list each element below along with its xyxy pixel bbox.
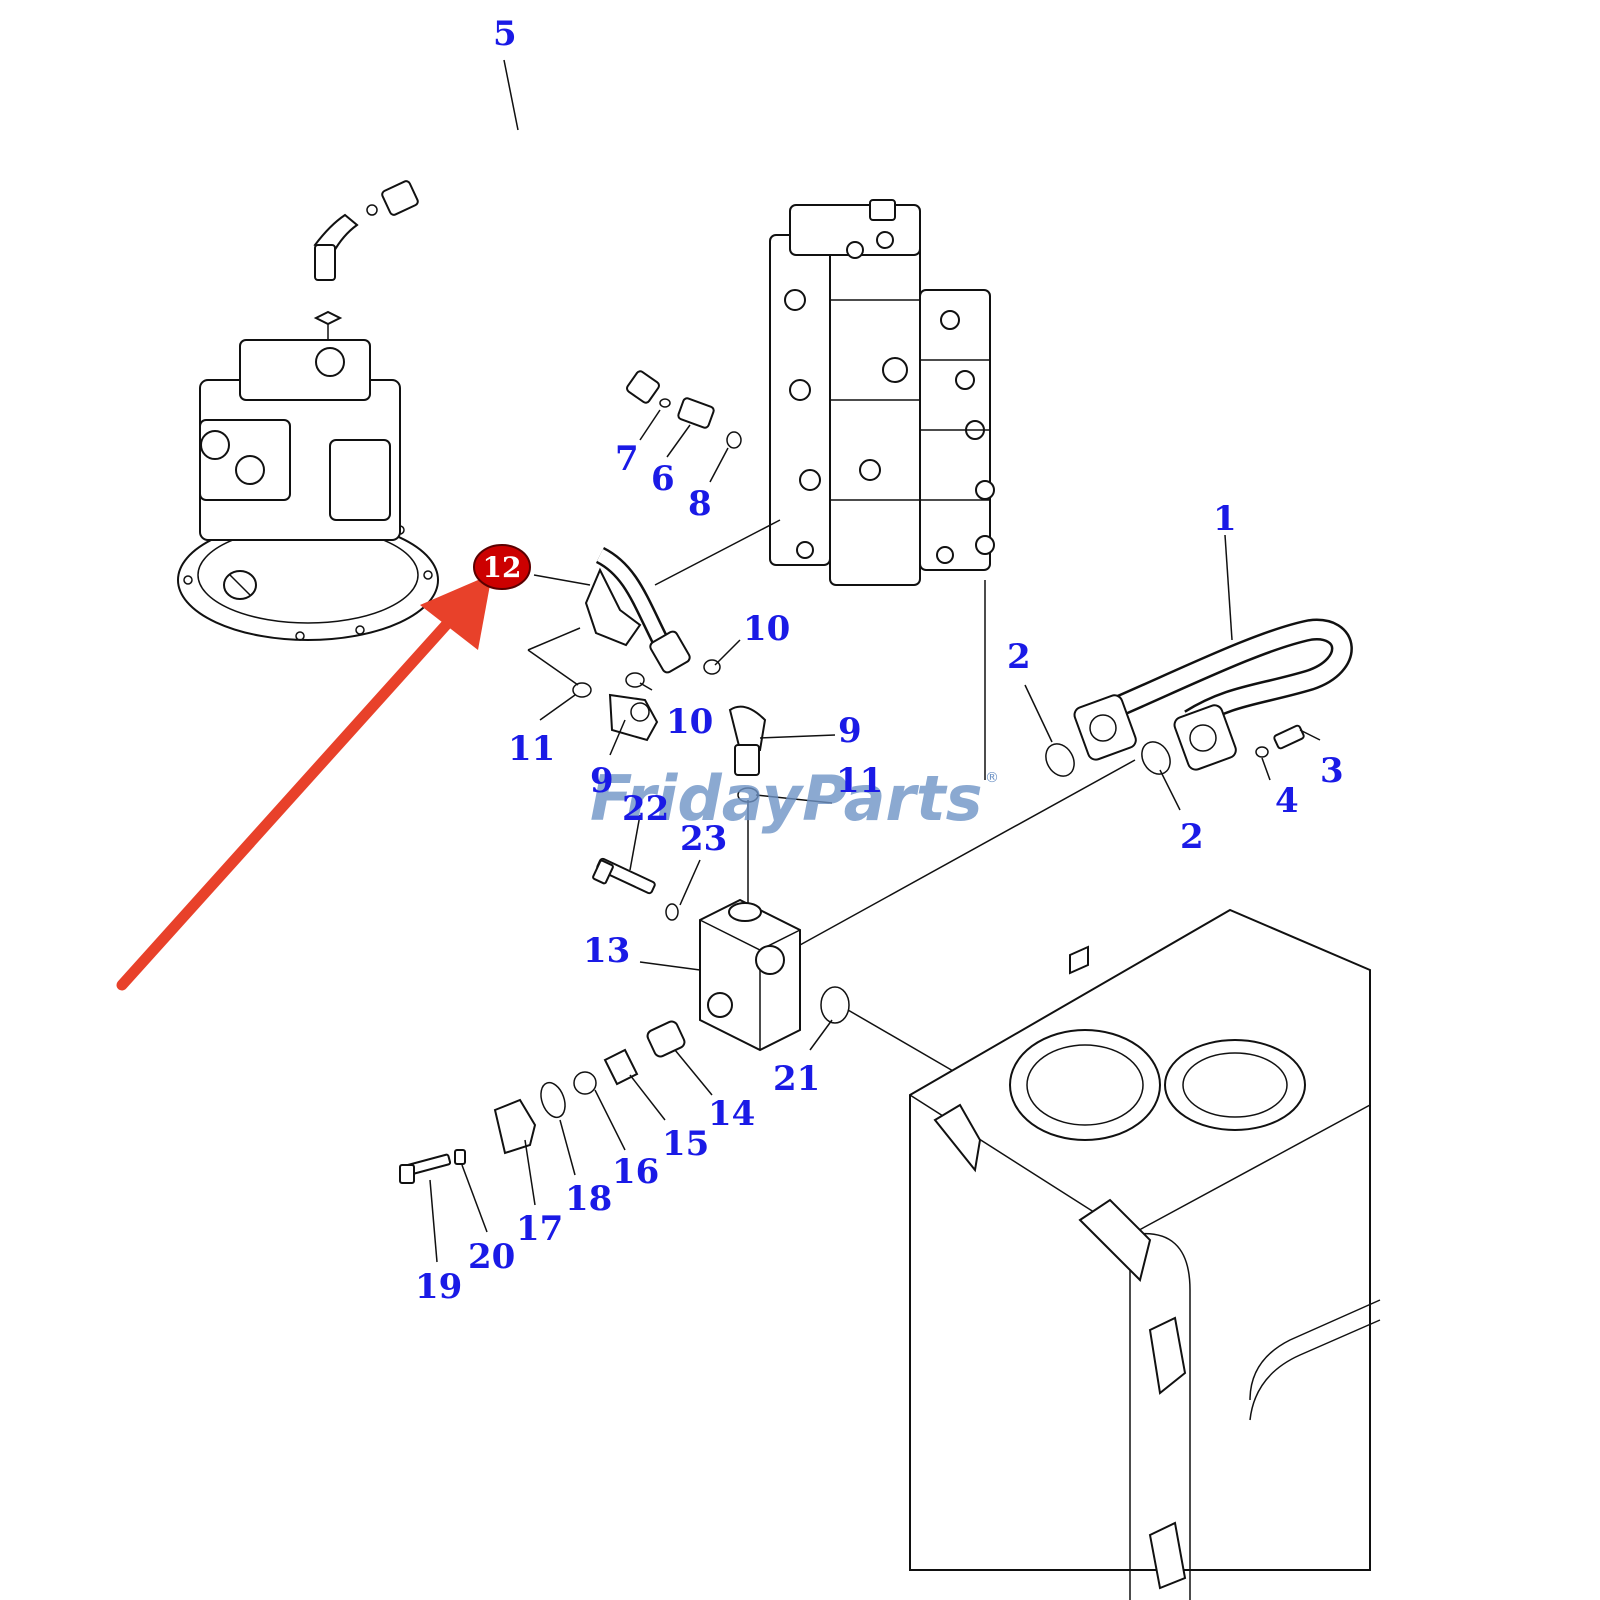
- label-part-3: 3: [1320, 751, 1344, 791]
- label-part-11: 11: [836, 761, 883, 801]
- label-part-18: 18: [565, 1179, 612, 1219]
- highlight-label: 12: [483, 551, 522, 584]
- label-part-9: 9: [590, 761, 614, 801]
- highlight-badge: [473, 544, 531, 590]
- fridayparts-watermark: FridayParts ®: [590, 762, 999, 835]
- label-part-16: 16: [612, 1152, 659, 1192]
- label-part-15: 15: [662, 1124, 709, 1164]
- tube-12: [584, 519, 781, 674]
- label-part-10: 10: [743, 609, 790, 649]
- label-part-9: 9: [838, 711, 862, 751]
- pointer-arrow-head: [420, 574, 492, 650]
- label-part-1: 1: [1213, 499, 1237, 539]
- label-part-19: 19: [415, 1267, 462, 1307]
- label-part-20: 20: [468, 1237, 515, 1277]
- label-part-4: 4: [1275, 781, 1299, 821]
- registered-mark: ®: [985, 770, 999, 786]
- highlight-part-12: 12: [116, 544, 531, 991]
- pointer-arrow: [116, 609, 461, 991]
- label-part-21: 21: [773, 1059, 820, 1099]
- label-part-5: 5: [493, 14, 517, 54]
- label-part-2: 2: [1180, 817, 1204, 857]
- swing-motor: [177, 310, 439, 641]
- label-part-13: 13: [583, 931, 630, 971]
- control-valve: [769, 199, 995, 780]
- label-part-23: 23: [680, 819, 727, 859]
- label-part-22: 22: [622, 789, 669, 829]
- watermark-text: FridayParts: [590, 762, 983, 835]
- label-part-11: 11: [508, 729, 555, 769]
- label-part-2: 2: [1007, 637, 1031, 677]
- label-part-10: 10: [666, 702, 713, 742]
- label-part-14: 14: [708, 1094, 755, 1134]
- label-part-17: 17: [516, 1209, 563, 1249]
- valve-block-13: [399, 759, 1136, 1184]
- hydraulic-tank: [909, 908, 1381, 1600]
- hose-5: [313, 132, 742, 449]
- part-labels: 5 1 2 2 3 4 7 6 8 10 10 11 11 9 9 22 23 …: [415, 14, 1344, 1307]
- leader-lines: [429, 59, 1321, 1263]
- hose-1: [1045, 618, 1353, 777]
- label-part-8: 8: [688, 484, 712, 524]
- label-part-6: 6: [651, 459, 675, 499]
- label-part-7: 7: [615, 439, 639, 479]
